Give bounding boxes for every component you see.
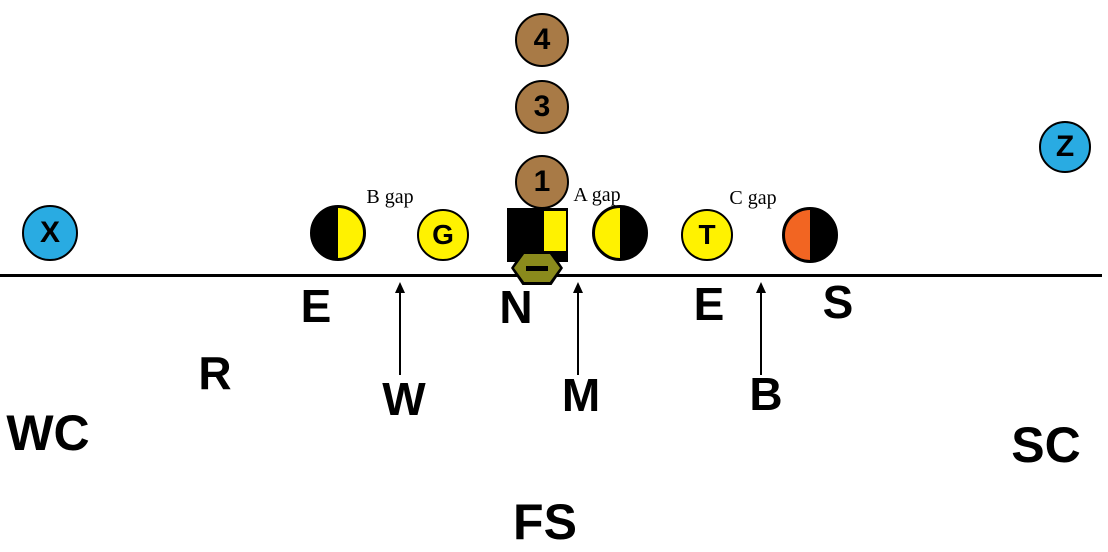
back-1-label: 1 [533,165,551,198]
back-4-label: 4 [533,23,551,56]
arrow-shaft [399,293,401,375]
receiver-x: X [22,205,78,261]
free-safety-label: FS [513,494,577,550]
arrow-shaft [577,293,579,375]
guard-circle: G [417,209,469,261]
right-guard-halfcircle [592,205,648,261]
center-square-stripe [542,209,568,253]
arrow-head-icon [395,282,405,293]
guard-label: G [432,219,454,250]
b-gap-label: B gap [366,186,414,208]
sam-linebacker-label: S [822,276,854,328]
back-3: 3 [515,80,569,134]
receiver-z: Z [1039,121,1091,173]
arrow-head-icon [573,282,583,293]
right-tackle-halfcircle [782,207,838,263]
left-tackle-halfcircle [310,205,366,261]
defensive-end-right-label: E [693,278,725,330]
a-gap-label: A gap [573,184,621,206]
mike-rush-arrow-icon [572,282,584,375]
strong-corner-label: SC [1011,417,1081,473]
receiver-x-label: X [39,216,60,249]
minus-icon [526,266,548,271]
nose-tackle-label: N [499,281,533,333]
c-gap-label: C gap [729,187,777,209]
arrow-shaft [760,293,762,375]
rover-label: R [198,347,232,399]
back-1: 1 [515,155,569,209]
back-3-label: 3 [533,90,551,123]
mike-linebacker-label: M [561,369,601,421]
buck-rush-arrow-icon [755,282,767,375]
arrow-head-icon [756,282,766,293]
receiver-z-label: Z [1055,130,1075,163]
tackle-label: T [698,219,716,250]
nose-marker-hexagon [511,251,563,285]
will-linebacker-label: W [382,373,426,425]
defensive-end-left-label: E [300,280,332,332]
weak-corner-label: WC [6,405,90,461]
tackle-circle: T [681,209,733,261]
buck-linebacker-label: B [749,368,783,420]
back-4: 4 [515,13,569,67]
will-rush-arrow-icon [394,282,406,375]
